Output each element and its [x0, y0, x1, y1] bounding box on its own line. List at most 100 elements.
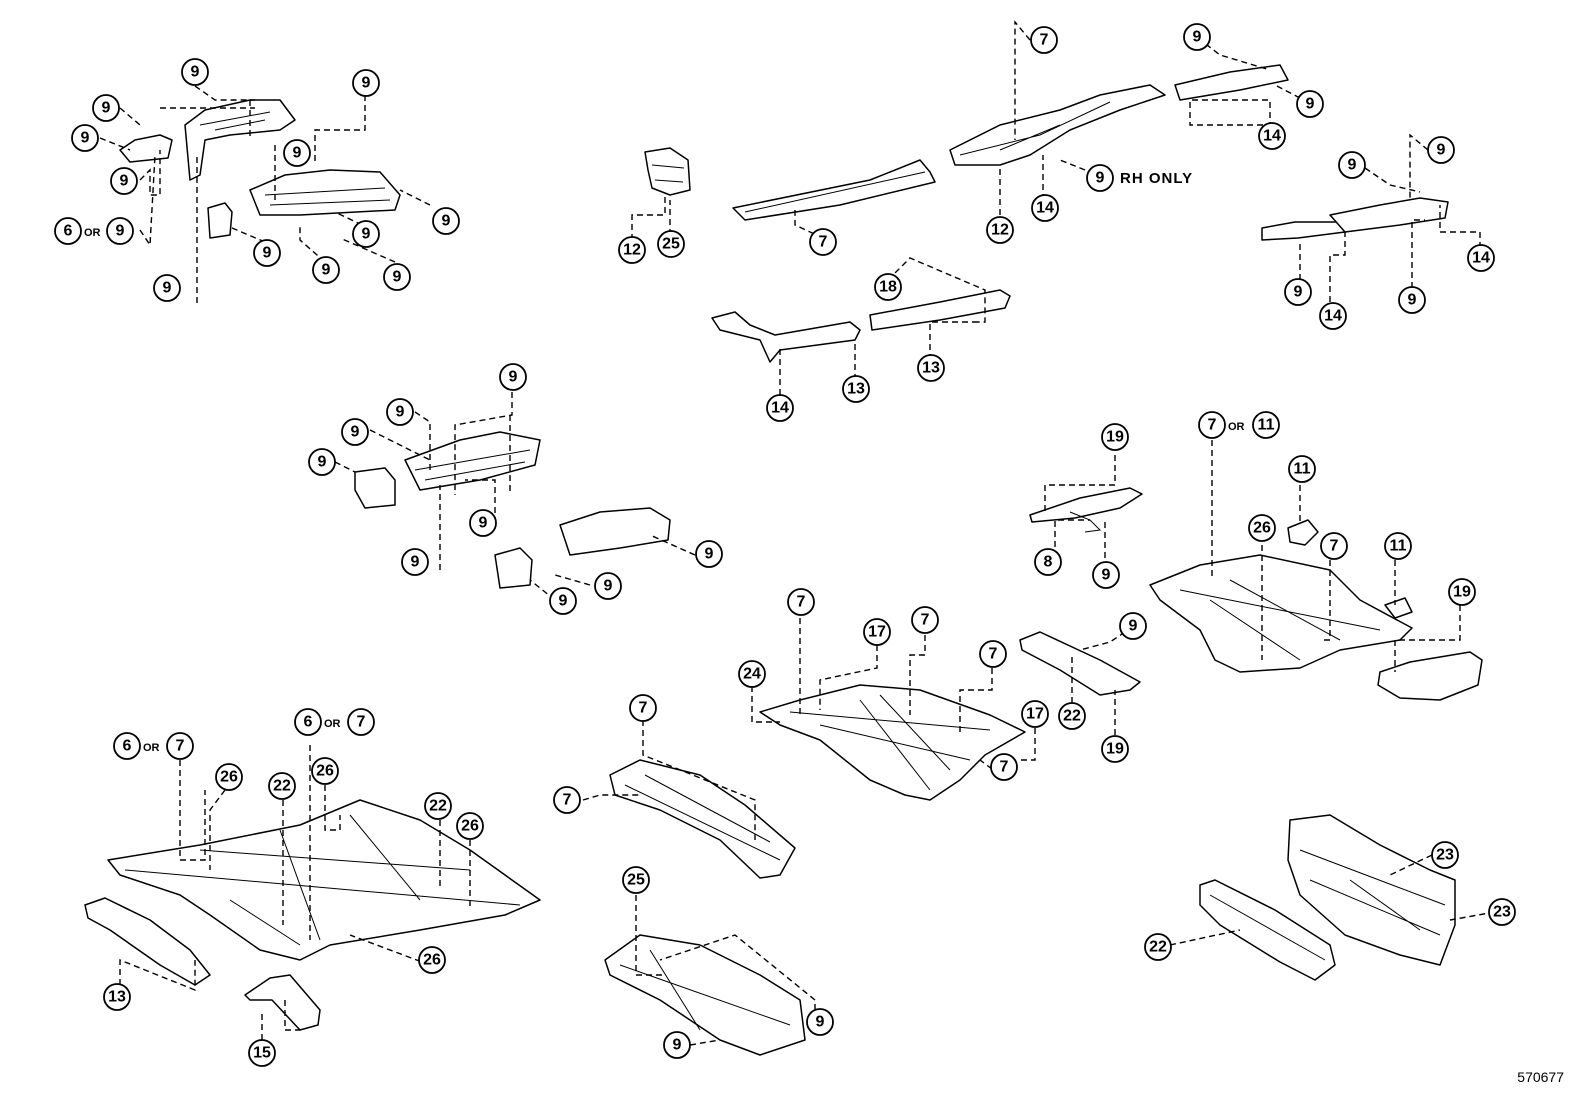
callout-12: 12 — [986, 216, 1014, 244]
svg-text:25: 25 — [662, 236, 680, 253]
callout-9: 9 — [383, 263, 411, 291]
svg-text:7: 7 — [1208, 417, 1217, 434]
or-label: OR — [143, 742, 160, 754]
callout-19: 19 — [1101, 423, 1129, 451]
svg-text:12: 12 — [991, 222, 1009, 239]
callout-9: 9 — [1183, 23, 1211, 51]
or-label: OR — [1228, 421, 1245, 433]
svg-text:9: 9 — [1348, 157, 1357, 174]
floor-tunnel-brace-small — [244, 974, 321, 1031]
svg-text:9: 9 — [120, 173, 129, 190]
callout-9: 9 — [401, 548, 429, 576]
svg-text:9: 9 — [322, 262, 331, 279]
callout-9: 9 — [1427, 136, 1455, 164]
callout-9: 9 — [432, 207, 460, 235]
callout-9: 9 — [352, 220, 380, 248]
svg-text:8: 8 — [1044, 554, 1053, 571]
svg-text:12: 12 — [623, 242, 641, 259]
front-bracket-lower — [207, 202, 233, 239]
callout-9: 9 — [253, 239, 281, 267]
callout-26: 26 — [1248, 514, 1276, 542]
center-member-bracket — [354, 467, 396, 509]
callout-9: 9 — [1086, 164, 1114, 192]
callouts: 9 9 9 9 6 OR 9 9 9 9 9 9 9 9 9 12 25 7 7… — [54, 23, 1516, 1067]
svg-text:9: 9 — [351, 424, 360, 441]
floor-tunnel-brace — [609, 759, 796, 879]
callout-25: 25 — [657, 230, 685, 258]
callout-7: 7 — [990, 753, 1018, 781]
callout-7: 7 — [1320, 532, 1348, 560]
svg-text:7: 7 — [176, 738, 185, 755]
svg-text:9: 9 — [396, 404, 405, 421]
callout-14: 14 — [1258, 122, 1286, 150]
svg-text:25: 25 — [627, 872, 645, 889]
svg-text:14: 14 — [771, 400, 789, 417]
callout-26: 26 — [418, 946, 446, 974]
svg-text:9: 9 — [673, 1037, 682, 1054]
front-floor-bracket — [644, 147, 691, 196]
part-outlines — [84, 64, 1483, 1056]
svg-text:13: 13 — [108, 989, 126, 1006]
callout-9: 9 — [499, 363, 527, 391]
svg-text:9: 9 — [116, 223, 125, 240]
callout-7: 7 — [553, 786, 581, 814]
svg-text:6: 6 — [304, 714, 313, 731]
callout-9: 9 — [1296, 90, 1324, 118]
callout-11: 11 — [1384, 532, 1412, 560]
center-member — [404, 431, 541, 491]
svg-text:9: 9 — [393, 269, 402, 286]
svg-text:15: 15 — [253, 1045, 271, 1062]
svg-text:9: 9 — [479, 515, 488, 532]
callout-13: 13 — [917, 354, 945, 382]
callout-26: 26 — [311, 757, 339, 785]
svg-text:19: 19 — [1453, 584, 1471, 601]
callout-9: 9 — [153, 274, 181, 302]
svg-text:7: 7 — [819, 234, 828, 251]
front-side-member-lower — [249, 169, 401, 216]
svg-text:19: 19 — [1106, 429, 1124, 446]
callout-22: 22 — [1144, 933, 1172, 961]
callout-9: 9 — [594, 572, 622, 600]
svg-text:11: 11 — [1390, 538, 1407, 555]
rear-floor-side-member — [949, 84, 1166, 166]
rear-floor-pan — [1149, 554, 1413, 673]
callout-9: 9 — [663, 1031, 691, 1059]
callout-9: 9 — [106, 217, 134, 245]
rocker-reinforcement-rear — [869, 289, 1011, 331]
svg-text:17: 17 — [868, 624, 886, 641]
svg-text:14: 14 — [1263, 128, 1281, 145]
callout-9: 9 — [181, 58, 209, 86]
front-floor-pan — [107, 799, 541, 961]
callout-24: 24 — [738, 660, 766, 688]
svg-text:9: 9 — [559, 593, 568, 610]
svg-text:13: 13 — [922, 360, 940, 377]
callout-23: 23 — [1431, 841, 1459, 869]
svg-text:7: 7 — [921, 612, 930, 629]
callout-14: 14 — [1467, 244, 1495, 272]
svg-text:24: 24 — [743, 666, 761, 683]
callout-9: 9 — [352, 69, 380, 97]
callout-14: 14 — [766, 394, 794, 422]
callout-25: 25 — [622, 866, 650, 894]
svg-text:23: 23 — [1493, 904, 1511, 921]
svg-text:7: 7 — [357, 714, 366, 731]
svg-text:9: 9 — [293, 145, 302, 162]
svg-text:6: 6 — [123, 738, 132, 755]
callout-7: 7 — [911, 606, 939, 634]
svg-text:9: 9 — [1437, 142, 1446, 159]
svg-text:7: 7 — [639, 700, 648, 717]
callout-11: 11 — [1252, 411, 1280, 439]
callout-14: 14 — [1319, 302, 1347, 330]
callout-9: 9 — [386, 398, 414, 426]
svg-text:23: 23 — [1436, 847, 1454, 864]
svg-text:11: 11 — [1294, 461, 1311, 478]
callout-6: 6 — [54, 217, 82, 245]
svg-text:13: 13 — [847, 381, 865, 398]
callout-7: 7 — [347, 708, 375, 736]
callout-18: 18 — [874, 273, 902, 301]
callout-9: 9 — [312, 256, 340, 284]
svg-text:22: 22 — [429, 798, 447, 815]
callout-9: 9 — [308, 448, 336, 476]
svg-text:7: 7 — [797, 594, 806, 611]
